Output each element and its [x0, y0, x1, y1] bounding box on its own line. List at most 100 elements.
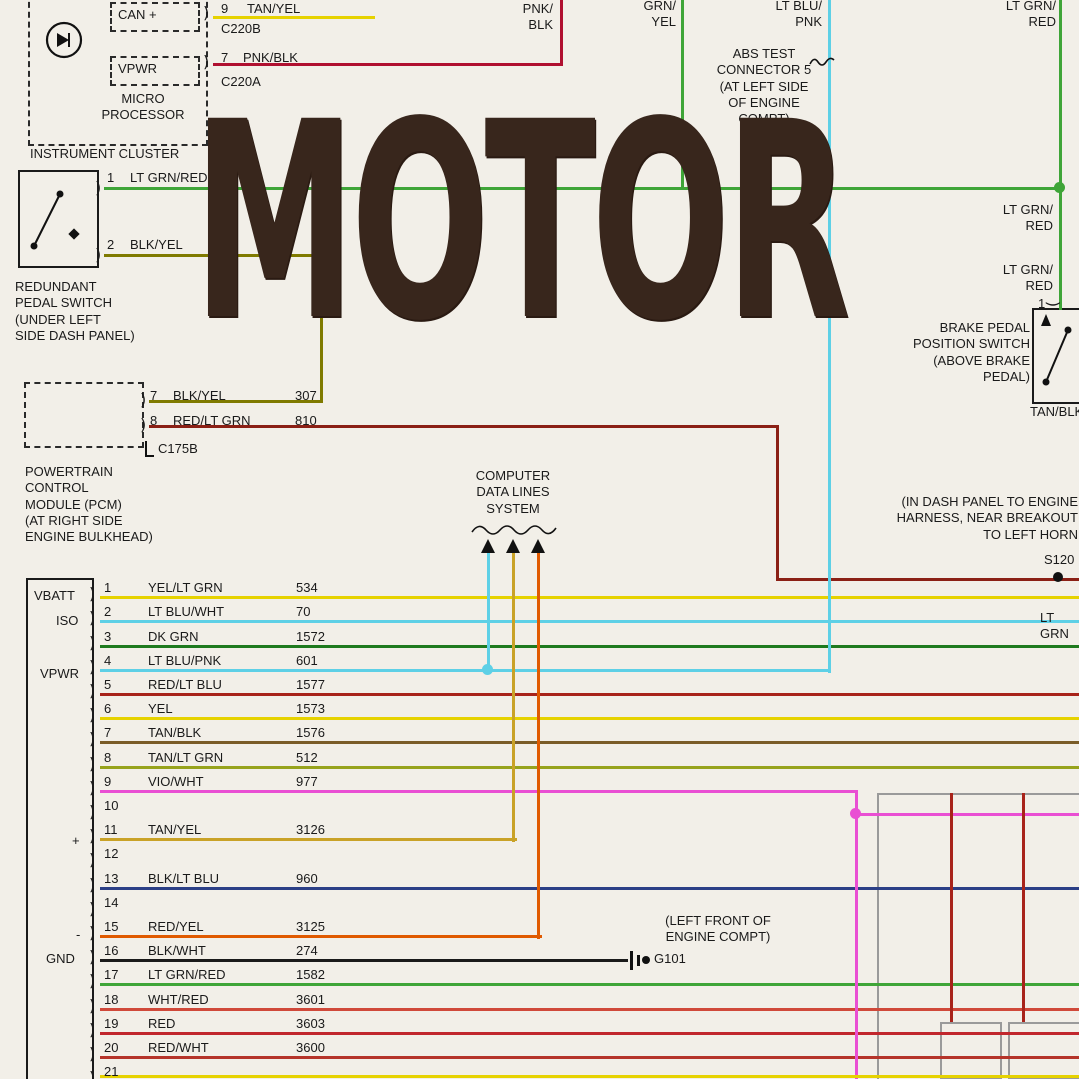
ground-dot-icon [642, 956, 650, 964]
lt-grn-clip-label: LT GRN [1040, 610, 1069, 642]
pcm-pin-number: 15 [104, 919, 119, 934]
pcm-wire-label: DK GRN [148, 629, 199, 644]
pcm-pin-number: 13 [104, 871, 119, 886]
wire-lt-grn-red-v-switch [1059, 187, 1062, 310]
pcm-circuit-number: 512 [296, 750, 318, 765]
ic-pin9-wire-label: TAN/YEL [247, 1, 301, 16]
pedal-pin1-wire-label: LT GRN/RED [130, 170, 208, 185]
pcm-pin-number: 16 [104, 943, 119, 958]
pedal-switch-box [18, 170, 99, 268]
ic-pin9-number: 9 [221, 1, 229, 16]
pcm-wire-line [100, 1032, 1079, 1035]
brake-pin-number: 1 [1038, 296, 1046, 311]
bus-squiggle-icon [471, 525, 557, 535]
wire-lt-grn-red-v-top [1059, 0, 1062, 190]
pcm-circuit-number: 1576 [296, 725, 325, 740]
pcm-wire-line [100, 935, 542, 938]
tan-blk-label: TAN/BLK [1030, 404, 1079, 419]
ic-pin7-wire-label: PNK/BLK [243, 50, 298, 65]
pcm-pin7-number: 7 [150, 388, 158, 403]
pedal-pin2-number: 2 [107, 237, 115, 252]
pcm-pin-number: 17 [104, 967, 119, 982]
pedal-pin1-number: 1 [107, 170, 115, 185]
data-line-arrow-icon [531, 539, 545, 553]
wire-crimson-b2 [1022, 793, 1025, 1022]
pedal-pin2-wire-label: BLK/YEL [130, 237, 183, 252]
pcm-wire-label: RED [148, 1016, 176, 1031]
pcm-wire-line [100, 717, 1079, 720]
pin-socket-icon: ) [89, 729, 96, 748]
pcm-pin8-number: 8 [150, 413, 158, 428]
connector-outline-box [940, 1022, 1002, 1079]
abs-test-connector-caption: ABS TEST CONNECTOR 5 (AT LEFT SIDE OF EN… [716, 46, 812, 126]
pin-socket-icon: ) [89, 681, 96, 700]
pcm-connector-box [26, 578, 94, 1079]
pin-socket-icon: ) [203, 52, 210, 71]
pcm-pin-number: 4 [104, 653, 112, 668]
wire-blk-yel-h1 [104, 254, 323, 257]
pcm-circuit-number: 1577 [296, 677, 325, 692]
pcm-wire-label: LT BLU/WHT [148, 604, 225, 619]
pin-socket-icon: ) [140, 415, 147, 434]
s120-splice-dot [1053, 572, 1063, 582]
harness-outline [877, 793, 879, 1079]
pcm-circuit-number: 977 [296, 774, 318, 789]
brake-switch-box [1032, 308, 1079, 404]
micro-processor-label: MICRO PROCESSOR [101, 91, 185, 123]
pcm-wire-line [100, 620, 1079, 623]
wire-pnk-blk-h [213, 63, 563, 66]
pcm-box [24, 382, 144, 448]
can-box [110, 2, 200, 32]
pcm-wire-label: WHT/RED [148, 992, 209, 1007]
pcm-wire-line [100, 959, 628, 962]
can-plus-label: CAN + [118, 7, 157, 22]
pcm-wire-line [100, 596, 1079, 599]
diode-icon [45, 21, 83, 59]
ic-pin7-connector: C220A [221, 74, 261, 89]
pin-socket-icon: ) [89, 850, 96, 869]
pcm-wire-label: LT BLU/PNK [148, 653, 222, 668]
pin-socket-icon: ) [89, 826, 96, 845]
pcm-circuit-number: 601 [296, 653, 318, 668]
pcm-wire-label: LT GRN/RED [148, 967, 226, 982]
pcm-circuit-number: 274 [296, 943, 318, 958]
pin-socket-icon: ) [95, 178, 102, 197]
g101-label: G101 [654, 951, 686, 966]
lt-blu-pnk-label: LT BLU/ PNK [775, 0, 822, 30]
wire-red-ltgrn-h2 [776, 578, 1079, 581]
pcm-pin7-circuit: 307 [295, 388, 317, 403]
pcm-circuit-number: 3125 [296, 919, 325, 934]
ground-bar-icon [637, 955, 640, 966]
minus-label: - [76, 927, 81, 942]
pcm-caption: POWERTRAIN CONTROL MODULE (PCM) (AT RIGH… [25, 464, 153, 544]
data-line-arrow-icon [506, 539, 520, 553]
pin-socket-icon: ) [203, 3, 210, 22]
ground-bar-icon [630, 951, 633, 970]
pcm-pin-number: 5 [104, 677, 112, 692]
data-line-arrow-icon [481, 539, 495, 553]
pcm-pin-number: 14 [104, 895, 119, 910]
pcm-wire-line [100, 766, 1079, 769]
pcm-circuit-number: 3126 [296, 822, 325, 837]
wire-blk-yel-h2 [149, 400, 323, 403]
pin-socket-icon: ) [89, 971, 96, 990]
pcm-pin-number: 2 [104, 604, 112, 619]
wire-vio-wht-h2 [855, 813, 1079, 816]
gnd-label: GND [46, 951, 75, 966]
pcm-circuit-number: 3600 [296, 1040, 325, 1055]
grn-yel-label: GRN/ YEL [643, 0, 677, 30]
in-dash-caption: (IN DASH PANEL TO ENGINE HARNESS, NEAR B… [896, 494, 1078, 542]
pcm-wire-label: BLK/LT BLU [148, 871, 220, 886]
lt-grn-red-top-label: LT GRN/ RED [1005, 0, 1056, 30]
vbatt-label: VBATT [34, 588, 75, 603]
wire-lt-grn-red-main [104, 187, 1062, 190]
wire-red-ltgrn-v [776, 425, 779, 581]
wire-data-line-1 [487, 553, 490, 672]
pin-socket-icon: ) [89, 608, 96, 627]
connector-outline-box [1008, 1022, 1079, 1079]
pcm-pin-number: 21 [104, 1064, 119, 1079]
pcm-pin-number: 1 [104, 580, 112, 595]
pcm-wire-label: VIO/WHT [148, 774, 204, 789]
pcm-connector-label: C175B [158, 441, 198, 456]
pcm-pin-number: 11 [104, 822, 118, 837]
